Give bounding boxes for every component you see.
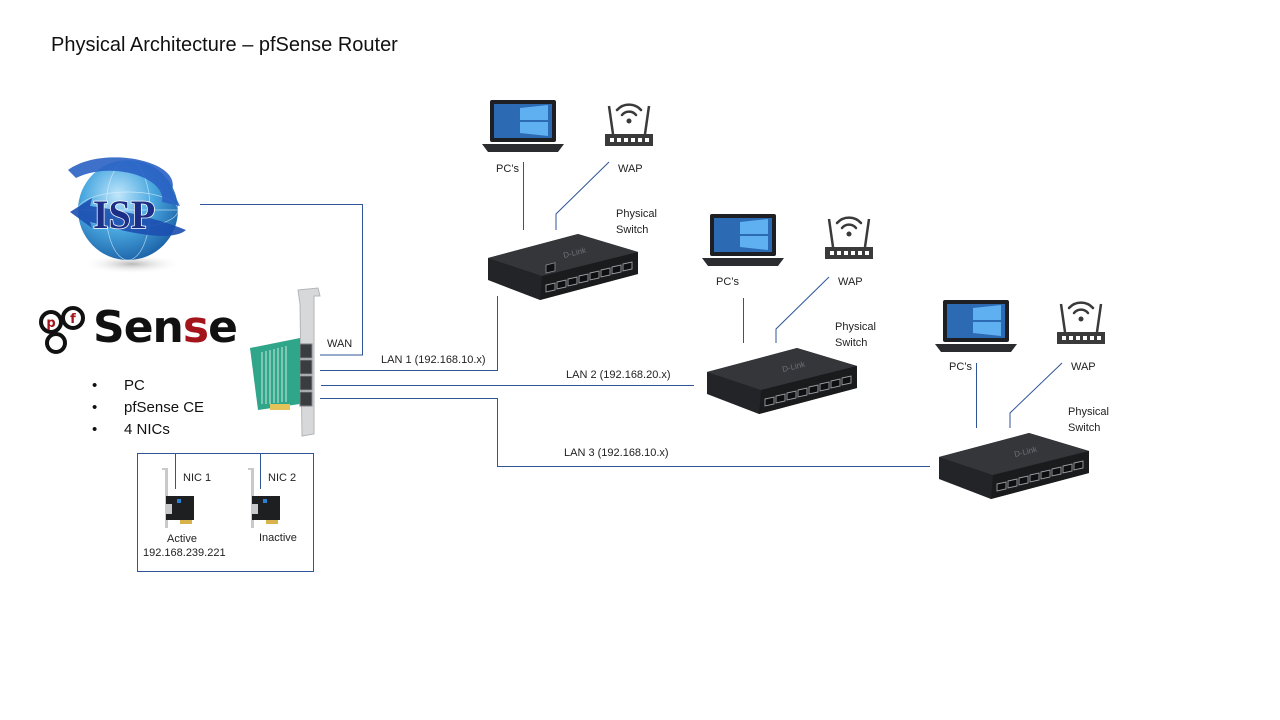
switch-label-2a: Physical <box>835 321 876 333</box>
laptop-icon <box>482 100 564 152</box>
spec-item: 4 NICs <box>92 419 204 441</box>
switch-label-3a: Physical <box>1068 406 1109 418</box>
network-switch-icon: D-Link <box>707 348 857 414</box>
laptop-icon <box>702 214 784 266</box>
lan3-link <box>320 398 930 467</box>
switch-label-1a: Physical <box>616 208 657 220</box>
wordmark-end: e <box>208 302 238 353</box>
pfsense-logo-icon: p f <box>39 306 85 354</box>
lan2-label: LAN 2 (192.168.20.x) <box>566 369 671 381</box>
wap-router-icon <box>1057 301 1105 344</box>
diagram-title: Physical Architecture – pfSense Router <box>51 34 398 56</box>
nic2-status: Inactive <box>259 532 297 544</box>
wap-router-icon <box>825 216 873 259</box>
isp-wan-link <box>200 204 363 356</box>
switch-label-1b: Switch <box>616 224 649 236</box>
network-switch-icon: D-Link <box>939 433 1089 499</box>
wap-router-icon <box>605 103 653 146</box>
segment-3 <box>935 298 1017 359</box>
wap-link-2 <box>775 276 830 343</box>
pc-label-3: PC’s <box>949 361 973 373</box>
svg-text:p: p <box>46 316 55 331</box>
nic-detail-box <box>137 453 314 572</box>
nic1-card-icon <box>162 468 194 528</box>
nic2-name: NIC 2 <box>268 472 297 484</box>
lan1-label: LAN 1 (192.168.10.x) <box>381 354 486 366</box>
wap-link-3 <box>1009 362 1063 428</box>
svg-text:f: f <box>70 312 76 327</box>
wordmark-main: Sen <box>93 302 184 353</box>
wap-label-1: WAP <box>618 163 643 175</box>
segment-1 <box>482 98 564 159</box>
quad-port-nic-card-icon <box>250 287 321 437</box>
pfsense-wordmark: Sense <box>93 302 238 353</box>
wordmark-red: s <box>182 302 209 353</box>
wap-link-1 <box>555 161 610 230</box>
isp-globe-icon: ISP <box>68 157 186 274</box>
nic1-name: NIC 1 <box>183 472 212 484</box>
switch-label-2b: Switch <box>835 337 868 349</box>
laptop-icon <box>935 300 1017 352</box>
wap-label-2: WAP <box>838 276 863 288</box>
nic2-card-icon <box>248 468 280 528</box>
switch-label-3b: Switch <box>1068 422 1101 434</box>
pfsense-spec-list: PC pfSense CE 4 NICs <box>92 375 204 441</box>
lan3-label: LAN 3 (192.168.10.x) <box>564 447 669 459</box>
lan1-link <box>320 296 498 371</box>
nic1-status: Active <box>167 533 197 545</box>
segment-2 <box>702 212 784 273</box>
spec-item: PC <box>92 375 204 397</box>
pc-label-2: PC’s <box>716 276 740 288</box>
spec-item: pfSense CE <box>92 397 204 419</box>
network-switch-icon: D-Link <box>488 234 638 300</box>
nic1-ip: 192.168.239.221 <box>143 547 226 559</box>
pc-label-1: PC’s <box>496 163 520 175</box>
wap-label-3: WAP <box>1071 361 1096 373</box>
isp-label: ISP <box>93 192 155 237</box>
wan-label: WAN <box>327 338 353 350</box>
